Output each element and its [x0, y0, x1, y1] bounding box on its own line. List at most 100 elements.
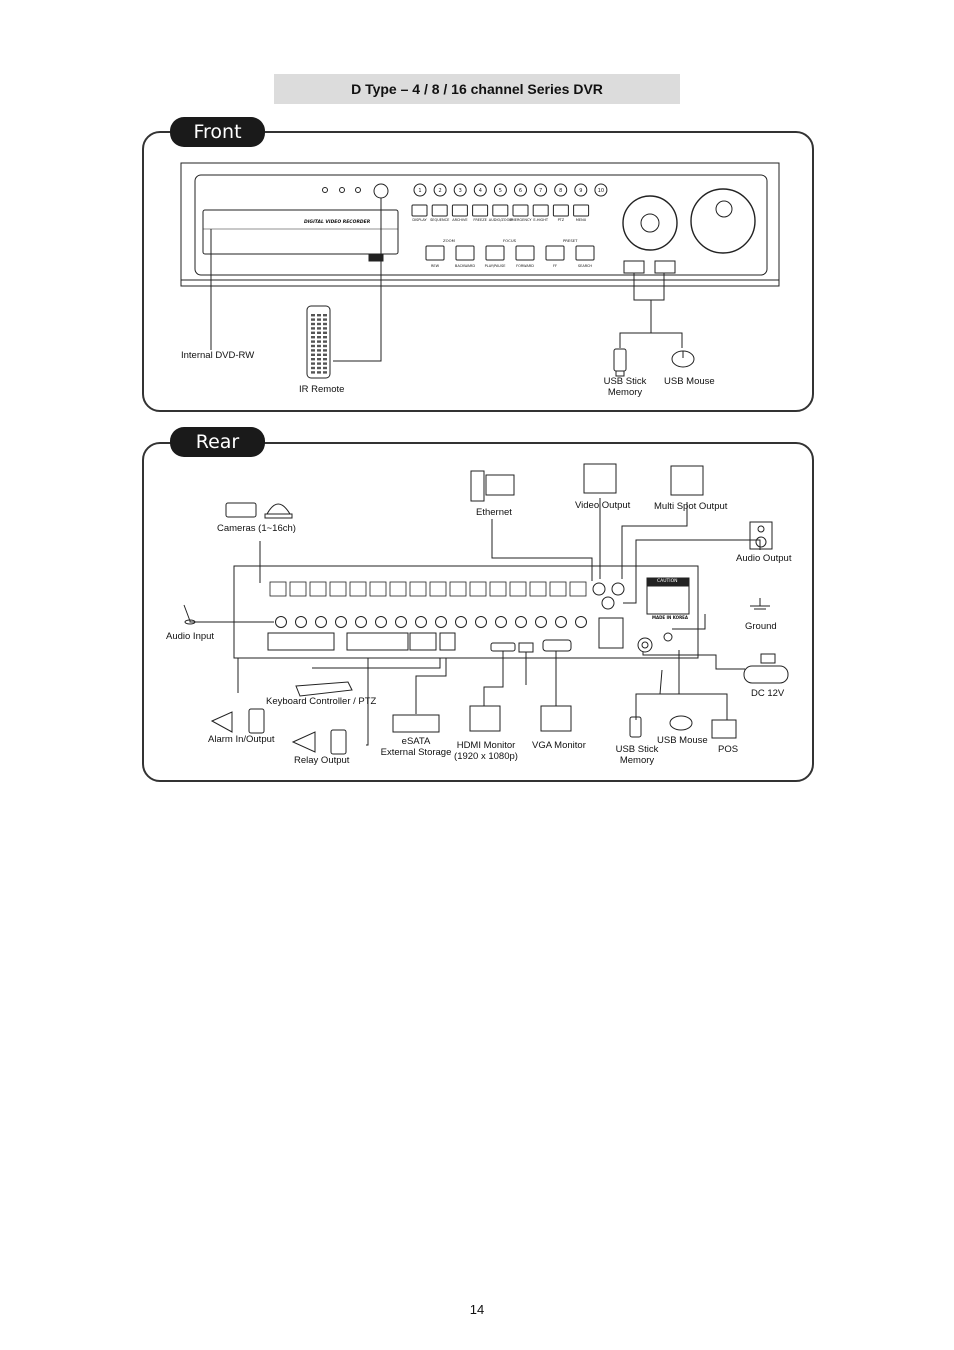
control-button-3[interactable]: [515, 245, 535, 261]
channel-button-label: 1: [418, 188, 421, 194]
relay-sensor-icon: [330, 729, 347, 755]
remote-key: [317, 353, 321, 356]
remote-key: [311, 366, 315, 370]
channel-button-label: 2: [439, 188, 442, 194]
channel-button-7[interactable]: [534, 183, 548, 197]
remote-key: [323, 336, 327, 339]
remote-key: [317, 362, 321, 365]
function-button-6[interactable]: [532, 204, 549, 217]
bnc-connector: [415, 616, 427, 628]
label-usb-mouse-front: USB Mouse: [664, 376, 715, 387]
function-button-3[interactable]: [472, 204, 489, 217]
pos-icon: [711, 719, 737, 739]
camera-input-port: [429, 581, 447, 597]
label-vga: VGA Monitor: [532, 740, 586, 751]
audio-output-speaker: [749, 521, 773, 550]
control-button-0[interactable]: [425, 245, 445, 261]
remote-key: [323, 371, 327, 374]
label-usb-stick-rear: USB Stick Memory: [612, 744, 662, 766]
label-audio-input: Audio Input: [166, 631, 215, 642]
multi-spot-monitor: [670, 465, 704, 496]
camera-input-port: [329, 581, 347, 597]
bnc-connector: [555, 616, 567, 628]
channel-button-label: 6: [519, 188, 522, 194]
function-button-8[interactable]: [573, 204, 590, 217]
channel-button-1[interactable]: [413, 183, 427, 197]
label-usb-mouse-rear: USB Mouse: [657, 735, 708, 746]
bnc-connector: [435, 616, 447, 628]
ir-sensor: [373, 183, 389, 199]
function-button-caption: E-HIGHT: [533, 218, 548, 222]
label-esata-line1: eSATA: [401, 736, 431, 747]
remote-key: [317, 314, 321, 317]
channel-button-4[interactable]: [473, 183, 487, 197]
remote-key: [323, 353, 327, 356]
camera-input-port: [569, 581, 587, 597]
remote-key: [311, 318, 315, 321]
label-cameras: Cameras (1~16ch): [217, 523, 296, 534]
control-button-4[interactable]: [545, 245, 565, 261]
control-button-2[interactable]: [485, 245, 505, 261]
label-pos: POS: [718, 744, 739, 755]
function-button-4[interactable]: [492, 204, 509, 217]
channel-button-label: 8: [559, 188, 562, 194]
made-in-label: MADE IN KOREA: [652, 615, 688, 620]
channel-button-label: 5: [499, 188, 502, 194]
dome-camera-icon: [266, 503, 291, 515]
keyboard-controller-icon: [295, 681, 353, 697]
function-button-2[interactable]: [451, 204, 468, 217]
label-esata-line2: External Storage: [380, 747, 452, 758]
page-title: D Type – 4 / 8 / 16 channel Series DVR: [274, 74, 680, 104]
bnc-connector: [455, 616, 467, 628]
bnc-connector: [355, 616, 367, 628]
camera-input-port: [269, 581, 287, 597]
remote-key: [311, 349, 315, 352]
channel-button-5[interactable]: [493, 183, 507, 197]
bnc-connector: [575, 616, 587, 628]
function-button-5[interactable]: [512, 204, 529, 217]
rear-section-label: Rear: [170, 427, 265, 457]
remote-key: [323, 358, 327, 361]
remote-key: [323, 327, 327, 330]
control-button-caption: REW: [430, 264, 440, 268]
nav-pad: [622, 195, 678, 251]
esata-storage-icon: [392, 714, 440, 733]
function-button-0[interactable]: [411, 204, 428, 217]
remote-key: [323, 318, 327, 321]
function-button-7[interactable]: [552, 204, 569, 217]
label-audio-output: Audio Output: [736, 553, 792, 564]
channel-button-9[interactable]: [574, 183, 588, 197]
bnc-connector: [475, 616, 487, 628]
bnc-connector: [315, 616, 327, 628]
label-esata: eSATA External Storage: [380, 736, 452, 758]
label-alarm: Alarm In/Output: [208, 734, 275, 745]
front-panel: [142, 131, 814, 412]
front-section-label: Front: [170, 117, 265, 147]
channel-button-label: 7: [539, 188, 542, 194]
function-button-1[interactable]: [431, 204, 448, 217]
control-top-caption: PRESET: [563, 238, 578, 243]
label-hdmi-line1: HDMI Monitor: [456, 740, 516, 751]
dvr-front-model-label: DIGITAL VIDEO RECORDER: [304, 220, 371, 225]
control-top-caption: ZOOM: [443, 238, 455, 243]
jog-shuttle: [690, 188, 756, 254]
control-button-5[interactable]: [575, 245, 595, 261]
remote-key: [311, 371, 315, 374]
hdmi-port: [490, 642, 516, 652]
channel-button-6[interactable]: [514, 183, 527, 197]
camera-input-port: [409, 581, 427, 597]
control-button-1[interactable]: [455, 245, 475, 261]
remote-key: [311, 344, 315, 348]
channel-button-2[interactable]: [433, 183, 447, 197]
channel-button-8[interactable]: [554, 183, 568, 197]
function-button-caption: DISPLAY: [412, 218, 427, 222]
remote-key: [323, 344, 327, 348]
channel-button-10[interactable]: [594, 183, 608, 197]
remote-key: [311, 327, 315, 330]
channel-button-3[interactable]: [453, 183, 467, 197]
ethernet-pc-monitor: [485, 474, 515, 496]
video-output-monitor: [583, 463, 617, 494]
bnc-connector: [295, 616, 307, 628]
function-button-caption: MENU: [575, 218, 587, 222]
